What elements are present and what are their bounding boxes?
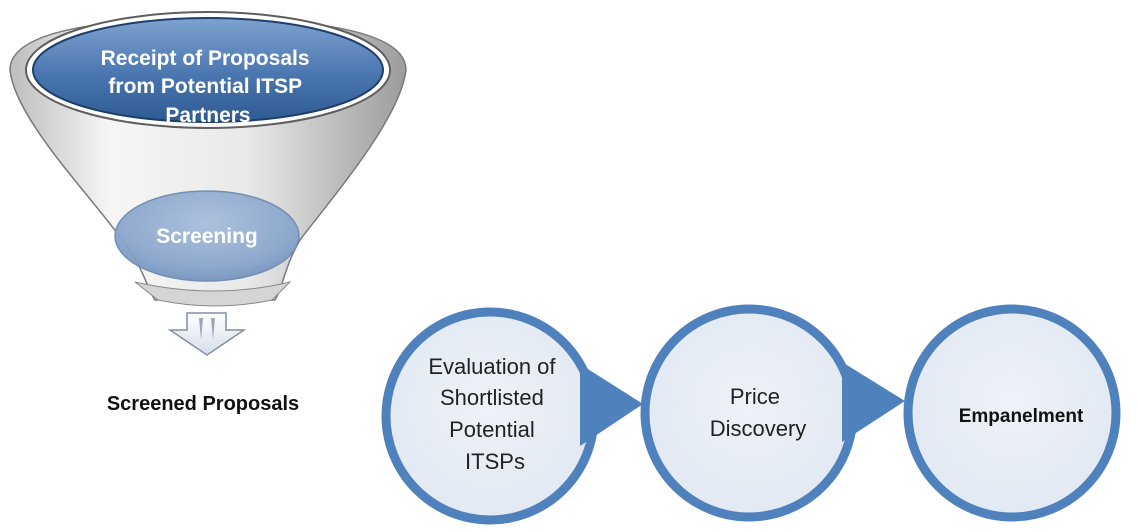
evaluation-label-line-2: Shortlisted [440,385,544,410]
funnel-neck [134,281,292,307]
funnel-top-ellipse [32,17,384,123]
screening-ellipse [114,190,300,282]
price-discovery-label-line-1: Price [730,384,780,409]
funnel-top-label-line-1: Receipt of Proposals [101,47,310,70]
evaluation-label-line-4: ITSPs [465,449,525,474]
process-chain: Evaluation of Shortlisted Potential ITSP… [381,304,1121,525]
empanelment-label: Empanelment [959,406,1084,427]
screening-label: Screening [156,225,258,248]
funnel-top-label-line-3: Partners [165,104,250,127]
funnel-top-label-line-2: from Potential ITSP [108,75,302,98]
screened-proposals-label: Screened Proposals [107,393,299,415]
funnel: Receipt of Proposals from Potential ITSP… [9,11,407,415]
evaluation-label-line-1: Evaluation of [428,354,556,379]
price-discovery-label: Price Discovery [710,384,807,441]
price-discovery-label-line-2: Discovery [710,416,807,441]
evaluation-label-line-3: Potential [449,417,535,442]
down-arrow-icon [167,312,247,356]
process-arrow-2 [842,362,905,442]
funnel-top-label: Receipt of Proposals from Potential ITSP… [101,47,316,127]
process-step-evaluation: Evaluation of Shortlisted Potential ITSP… [381,307,643,525]
evaluation-label: Evaluation of Shortlisted Potential ITSP… [428,354,561,474]
process-step-price-discovery: Price Discovery [640,304,905,522]
process-arrow-1 [580,364,643,446]
process-step-empanelment: Empanelment [903,304,1121,522]
